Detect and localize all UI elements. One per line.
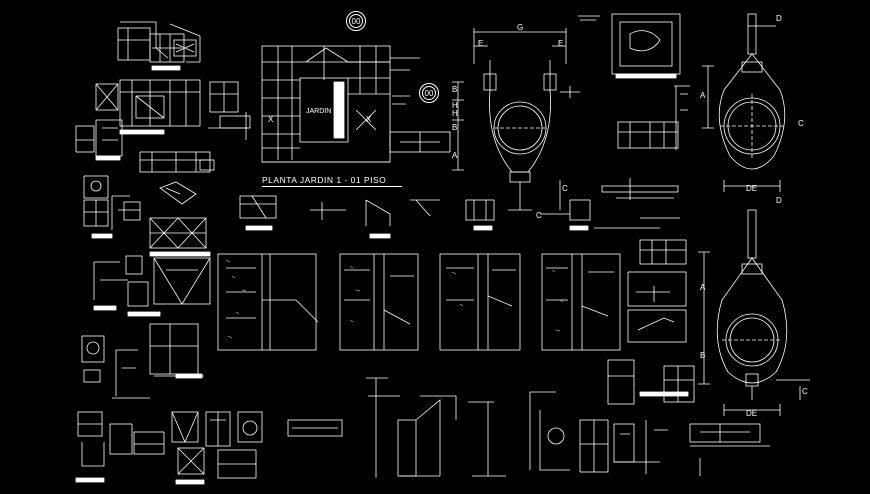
dim-b2: B: [452, 123, 458, 132]
dim-c1: C: [562, 184, 568, 193]
clevis-hanger-2: [698, 209, 810, 416]
pipe-hanger-top: [452, 28, 580, 215]
hanger2-dim-b: B: [700, 351, 706, 360]
hanger2-dim-d: D: [776, 196, 782, 205]
plan-x-mark-1: X: [268, 115, 274, 124]
hanger1-dim-d: D: [776, 14, 782, 23]
dim-g: G: [517, 23, 524, 32]
dim-c2: C: [536, 211, 542, 220]
middle-small-sections: [239, 195, 591, 239]
wall-section-4: [541, 253, 621, 351]
bottom-details: [287, 377, 770, 478]
wall-section-3: [439, 253, 521, 351]
hanger2-dim-de: DE: [746, 409, 758, 418]
dim-e1: E: [478, 39, 484, 48]
room-label: JARDIN: [306, 108, 332, 115]
dim-e2: E: [558, 39, 564, 48]
hanger1-dim-a: A: [700, 91, 706, 100]
top-right-details: [578, 13, 690, 265]
wall-section-1: [217, 253, 319, 351]
garden-plan: [261, 45, 451, 163]
hatch-texture: [225, 259, 564, 339]
dim-a: A: [452, 151, 458, 160]
plan-x-mark-2: X: [366, 115, 372, 124]
plan-title: PLANTA JARDIN 1 - 01 PISO: [262, 175, 387, 185]
plan-title-underline: [262, 186, 402, 187]
clevis-hanger-1: [702, 13, 786, 192]
dim-b1: B: [452, 85, 458, 94]
dim-h1: H: [452, 101, 458, 110]
section-bubble-top: 00: [346, 11, 366, 31]
wall-section-2: [339, 253, 419, 351]
hanger1-dim-c: C: [798, 119, 804, 128]
hanger2-dim-c: C: [802, 387, 808, 396]
left-detail-group: [75, 21, 263, 485]
hanger1-dim-de: DE: [746, 184, 758, 193]
hanger2-dim-a: A: [700, 283, 706, 292]
section-bubble-right: 00: [419, 83, 439, 103]
detail-panels: [607, 271, 695, 405]
dim-h2: H: [452, 109, 458, 118]
